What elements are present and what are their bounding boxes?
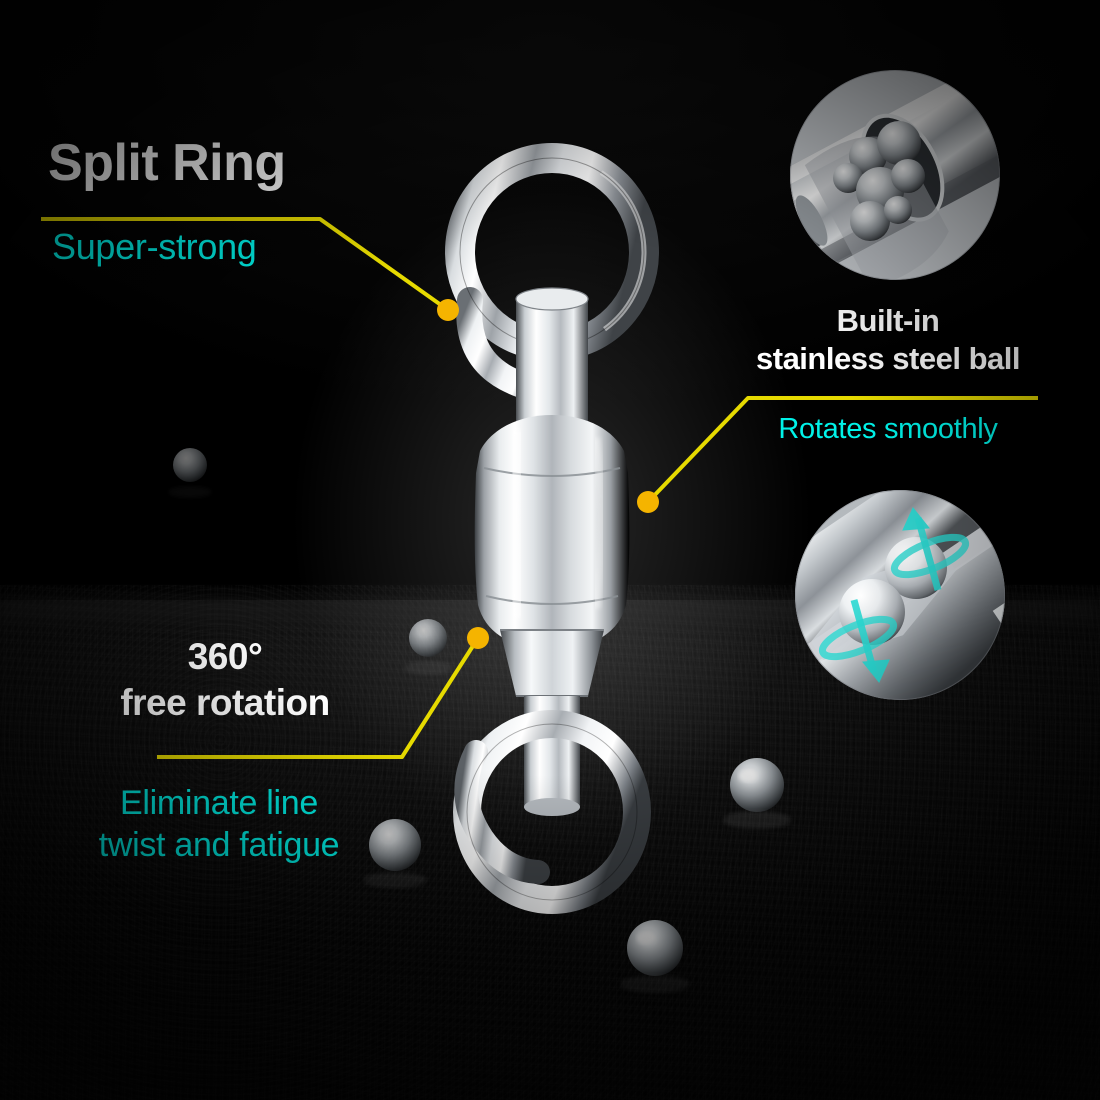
callout-title-steel-ball-line1: Built-in	[836, 303, 940, 338]
callout-subtitle-split-ring: Super-strong	[52, 226, 257, 267]
callout-title-free-rotation: 360° free rotation	[60, 634, 390, 726]
callout-subtitle-free-rotation-line2: twist and fatigue	[98, 826, 340, 864]
callout-subtitle-free-rotation-line1: Eliminate line	[119, 784, 318, 822]
callout-title-steel-ball-line2: stainless steel ball	[756, 341, 1020, 376]
callout-subtitle-free-rotation: Eliminate line twist and fatigue	[34, 782, 404, 866]
leader-dot-split-ring	[437, 299, 459, 321]
leader-dot-steel-ball	[637, 491, 659, 513]
callout-title-free-rotation-line1: 360°	[187, 636, 263, 677]
callout-title-split-ring: Split Ring	[48, 134, 286, 192]
callout-title-steel-ball: Built-in stainless steel ball	[690, 302, 1086, 378]
callout-subtitle-steel-ball: Rotates smoothly	[778, 413, 998, 445]
callout-title-free-rotation-line2: free rotation	[120, 682, 330, 723]
leader-dot-free-rotation	[467, 627, 489, 649]
